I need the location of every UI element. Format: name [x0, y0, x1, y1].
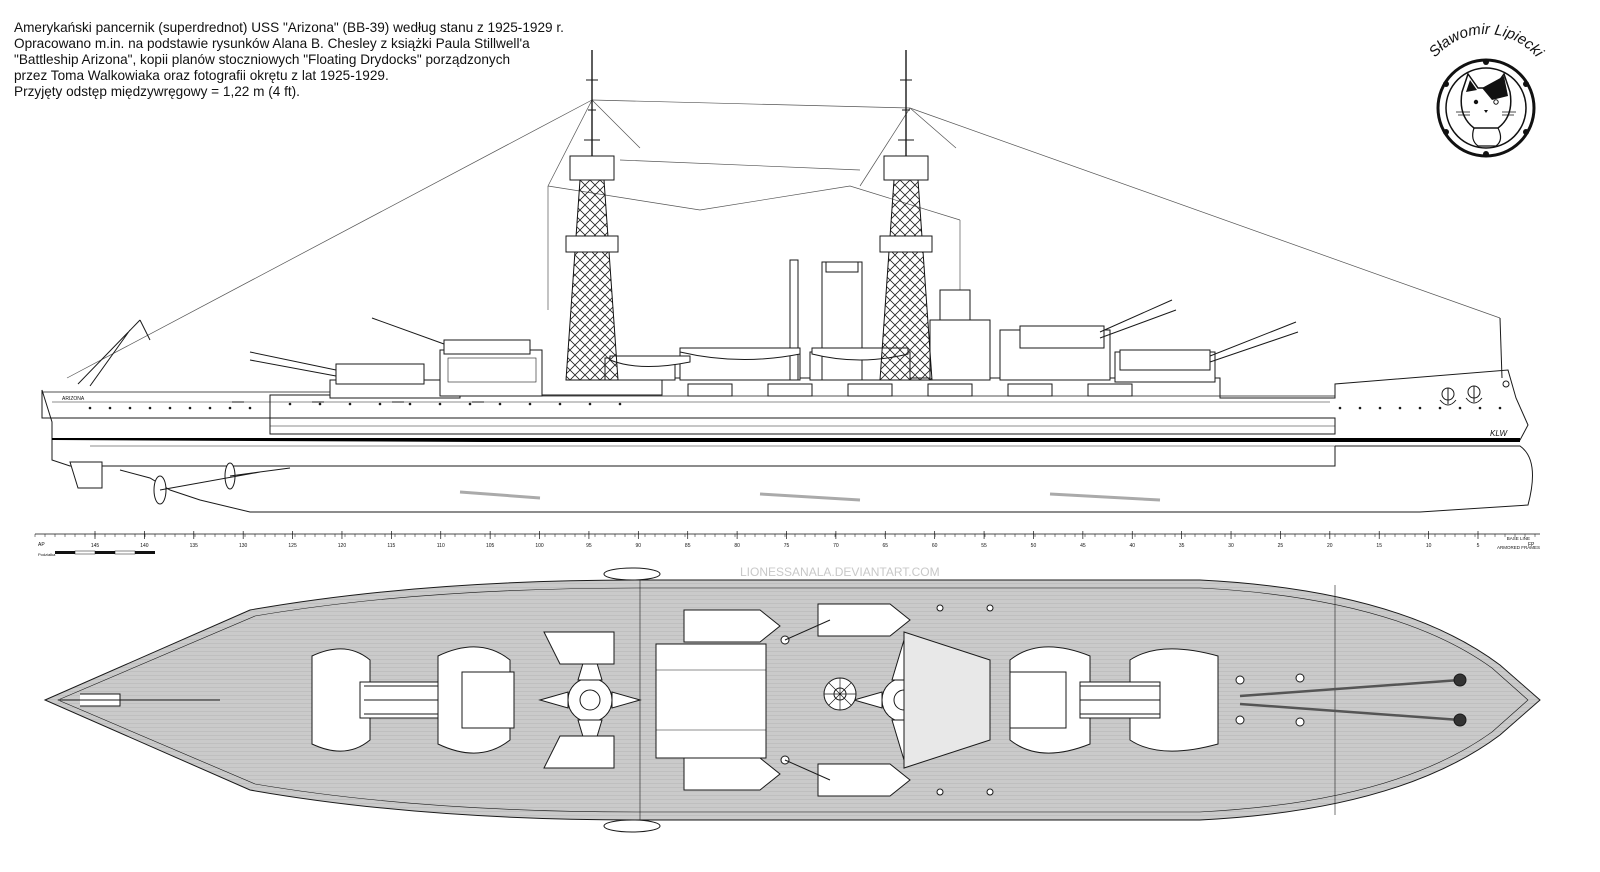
scale-frame-label: 5	[1477, 543, 1480, 549]
scale-frame-label: 60	[932, 543, 938, 549]
turret-3	[311, 648, 441, 752]
caption-line-2: Opracowano m.in. na podstawie rysunków A…	[14, 36, 530, 51]
lower-hull	[51, 440, 1533, 513]
deckhouse-plan	[655, 643, 767, 759]
watermark: LIONESSANALA.DEVIANTART.COM	[740, 565, 940, 579]
scale-frame-label: 90	[636, 543, 642, 549]
bilge-keel	[459, 490, 1161, 502]
cage-mast-aft	[565, 50, 619, 381]
caption-line-5: Przyjęty odstęp międzywręgowy = 1,22 m (…	[14, 84, 300, 99]
signature: KLW	[1490, 429, 1508, 438]
scale-frame-label: 25	[1278, 543, 1284, 549]
anchor-icon	[1439, 385, 1483, 406]
scale-bar: Podziałka	[38, 550, 155, 557]
caption-line-4: przez Toma Walkowiaka oraz fotografii ok…	[14, 68, 389, 83]
scale-frame-label: 125	[288, 543, 297, 549]
scale-frame-label: 15	[1376, 543, 1382, 549]
author-stamp: Sławomir Lipiecki	[1426, 21, 1547, 158]
scale-frame-label: 140	[140, 543, 149, 549]
scale-frame-label: 45	[1080, 543, 1086, 549]
cage-mast-fore	[879, 50, 933, 381]
svg-text:Podziałka: Podziałka	[38, 552, 56, 557]
scale-frame-label: 65	[883, 543, 889, 549]
scale-frame-label: 80	[734, 543, 740, 549]
secondary-guns-plan	[780, 604, 1305, 796]
caption-block: Amerykański pancernik (superdrednot) USS…	[14, 20, 654, 100]
propellers	[69, 461, 291, 505]
scale-frame-label: 10	[1426, 543, 1432, 549]
scale-frame-label: 120	[338, 543, 347, 549]
scale-frame-label: 100	[535, 543, 544, 549]
turret-1	[1079, 648, 1219, 752]
scale-frame-label: 30	[1228, 543, 1234, 549]
scale-frame-label: 75	[784, 543, 790, 549]
jackstaff	[1499, 317, 1503, 379]
funnel-cap-icon	[823, 677, 857, 711]
scale-left-tag: AP	[38, 542, 45, 548]
rigging-lines	[66, 99, 1501, 379]
armored-frames-label: ARMORED FRAMES	[1497, 545, 1540, 550]
main-deck	[43, 579, 1541, 821]
cat-icon	[1456, 72, 1516, 147]
scale-frame-label: 50	[1031, 543, 1037, 549]
anchor-chains	[1239, 678, 1461, 722]
scale-frame-label: 115	[387, 543, 395, 549]
scale-frame-label: 105	[486, 543, 495, 549]
scale-frame-label: 95	[586, 543, 592, 549]
stamp-author: Sławomir Lipiecki	[1426, 21, 1547, 61]
caption-line-1: Amerykański pancernik (superdrednot) USS…	[14, 20, 564, 35]
base-line-label: BASE LINE	[1507, 536, 1530, 541]
caption-line-3: "Battleship Arizona", kopii planów stocz…	[14, 52, 511, 67]
scale-frame-label: 55	[981, 543, 987, 549]
side-profile: ARIZONA KLW	[41, 50, 1533, 513]
bridge-plan	[903, 631, 991, 769]
portholes	[88, 402, 1502, 410]
scale-frame-label: 130	[239, 543, 248, 549]
scale-frame-label: 40	[1129, 543, 1135, 549]
stern-crane	[77, 319, 151, 387]
turret-4	[437, 646, 515, 754]
turrets-side	[249, 299, 1299, 385]
scale-frame-label: 35	[1179, 543, 1185, 549]
scale-right-tag: FP	[1528, 542, 1535, 548]
scale-frame-label: 145	[91, 543, 100, 549]
casemate-guns	[232, 383, 1133, 403]
plan-view	[43, 567, 1541, 833]
scale-frame-label: 85	[685, 543, 691, 549]
scale-frame-label: 135	[190, 543, 199, 549]
scale-frame-label: 70	[833, 543, 839, 549]
scale-frame-label: 20	[1327, 543, 1333, 549]
stern-name: ARIZONA	[62, 396, 85, 402]
turret-2	[1009, 646, 1091, 754]
scale-frame-label: 110	[437, 543, 445, 549]
